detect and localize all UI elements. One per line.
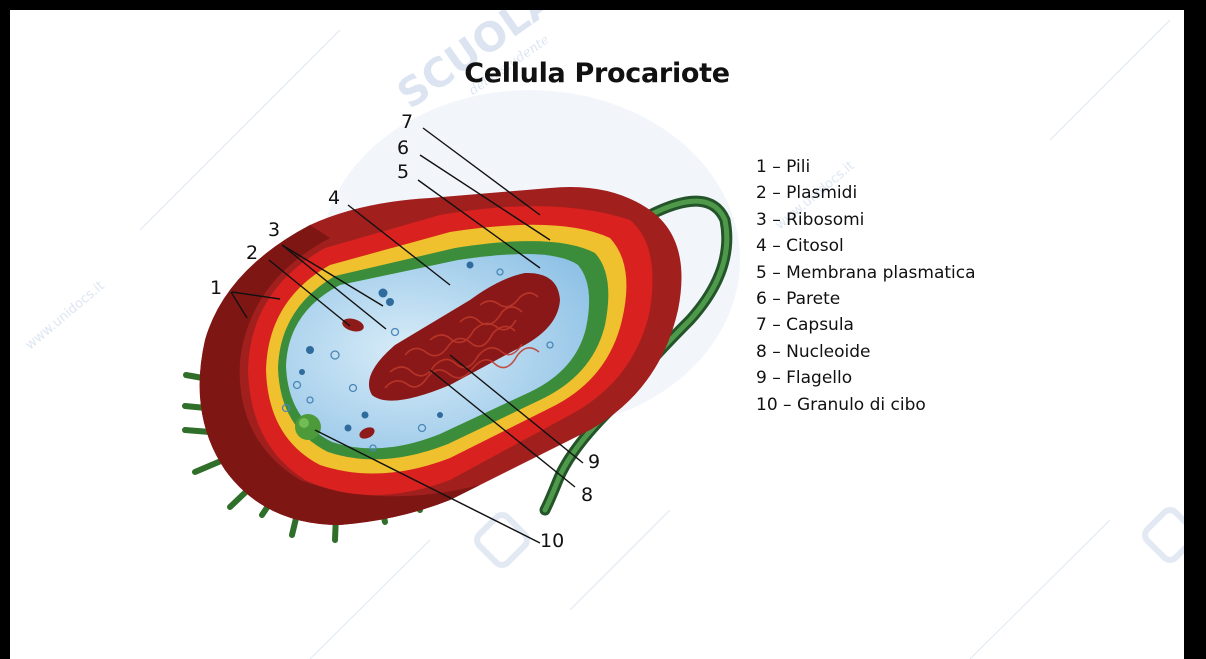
legend-item: 7 – Capsula	[756, 312, 976, 338]
callout-5: 5	[397, 161, 409, 183]
prokaryotic-cell-diagram: 1 2 3 4 5 6 7 8 9 10	[10, 10, 1184, 659]
legend-item: 1 – Pili	[756, 154, 976, 180]
callout-1: 1	[210, 277, 222, 299]
callout-8: 8	[581, 484, 593, 506]
slide: SCUOLA dello studente www.unidocs.it www…	[10, 10, 1184, 659]
legend-item: 10 – Granulo di cibo	[756, 392, 976, 418]
legend-item: 3 – Ribosomi	[756, 207, 976, 233]
food-granule	[295, 414, 321, 440]
legend-item: 9 – Flagello	[756, 365, 976, 391]
callout-6: 6	[397, 137, 409, 159]
callout-3: 3	[268, 219, 280, 241]
legend-item: 6 – Parete	[756, 286, 976, 312]
callout-9: 9	[588, 451, 600, 473]
callout-2: 2	[246, 242, 258, 264]
callout-7: 7	[401, 111, 413, 133]
legend-item: 4 – Citosol	[756, 233, 976, 259]
legend: 1 – Pili 2 – Plasmidi 3 – Ribosomi 4 – C…	[756, 154, 976, 418]
legend-item: 5 – Membrana plasmatica	[756, 260, 976, 286]
legend-item: 2 – Plasmidi	[756, 180, 976, 206]
callout-10: 10	[540, 530, 564, 552]
legend-item: 8 – Nucleoide	[756, 339, 976, 365]
callout-4: 4	[328, 187, 340, 209]
